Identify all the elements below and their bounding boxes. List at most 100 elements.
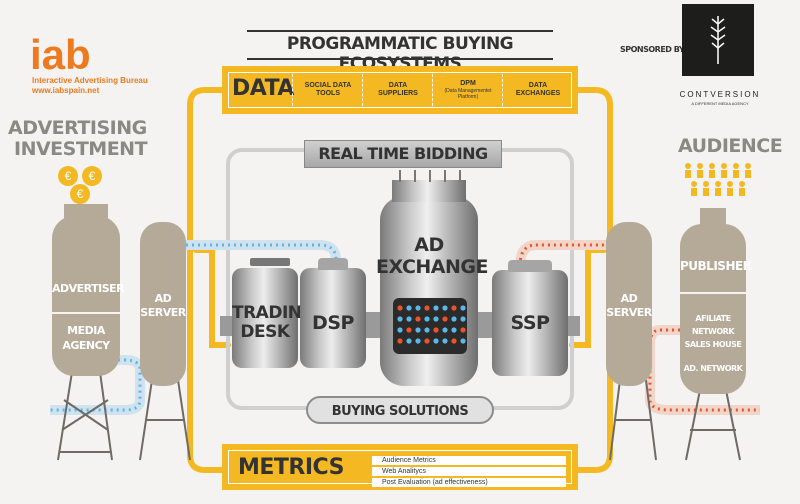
exchange-dot: [415, 316, 421, 322]
metrics-label: METRICS: [238, 455, 344, 480]
sponsor-logo[interactable]: [682, 4, 754, 76]
left-ad-server-label-line2: SERVER: [140, 306, 186, 319]
trading-desk-label-line2: DESK: [240, 322, 290, 342]
valve-icon: [250, 258, 290, 266]
iab-logo[interactable]: iab: [30, 31, 91, 78]
org-url[interactable]: www.iabspain.net: [32, 86, 100, 95]
media-agency-label-line2: AGENCY: [62, 339, 110, 352]
advertiser-tank[interactable]: [52, 216, 120, 376]
exchange-dot: [424, 305, 430, 311]
exchange-dot: [406, 316, 412, 322]
exchange-dot: [451, 305, 457, 311]
exchange-dot: [397, 305, 403, 311]
audience-heading: AUDIENCE: [678, 135, 783, 157]
tank-divider: [680, 292, 746, 294]
advertiser-label: ADVERTISER: [52, 282, 125, 295]
data-item-line: SUPPLIERS: [378, 90, 418, 97]
data-item-line: Platform): [457, 94, 479, 100]
exchange-dot: [415, 327, 421, 333]
exchange-dot: [406, 305, 412, 311]
data-label: DATA: [232, 76, 294, 101]
exchange-dot: [460, 327, 466, 333]
metric-post-evaluation[interactable]: Post Evaluation (ad effectiveness): [372, 478, 566, 487]
divider: [292, 74, 293, 106]
exchange-dot: [406, 338, 412, 344]
sponsor-name: CONTVERSION: [679, 90, 761, 99]
data-bar: [222, 66, 578, 114]
title-frame: [247, 30, 553, 60]
divider: [362, 74, 363, 106]
left-ad-server-label-line1: AD: [154, 292, 172, 305]
dsp-tank-cap: [318, 258, 348, 270]
trading-desk-tank[interactable]: [232, 268, 298, 368]
data-item-dpm[interactable]: DPM (Data Managementet Platform): [434, 80, 502, 100]
right-ad-server-label-line1: AD: [620, 292, 638, 305]
data-item-line: SOCIAL DATA: [304, 82, 352, 89]
advertising-heading-line1: ADVERTISING: [8, 117, 147, 139]
exchange-dot: [442, 327, 448, 333]
exchange-dot: [433, 305, 439, 311]
advertising-heading-line2: INVESTMENT: [14, 138, 148, 160]
sponsored-label: SPONSORED BY:: [620, 45, 687, 54]
exchange-dot: [460, 316, 466, 322]
exchange-dot: [397, 327, 403, 333]
ad-exchange-label-line1: AD: [414, 234, 444, 256]
real-time-bidding-banner[interactable]: REAL TIME BIDDING: [304, 140, 502, 168]
exchange-dot: [415, 338, 421, 344]
data-item-suppliers[interactable]: DATA SUPPLIERS: [364, 82, 432, 98]
right-ad-server-label-line2: SERVER: [606, 306, 652, 319]
publisher-tank[interactable]: [680, 224, 746, 394]
data-bar-frame: [228, 72, 572, 108]
dsp-label: DSP: [312, 312, 354, 334]
ssp-tank[interactable]: [492, 270, 568, 376]
metric-web-analytics[interactable]: Web Analitycs: [372, 467, 566, 476]
euro-coin-icon: €: [58, 166, 78, 186]
wheat-icon: [710, 16, 726, 64]
exchange-dot: [433, 316, 439, 322]
exchange-dot: [442, 305, 448, 311]
trading-desk-label-line1: TRADING: [232, 303, 315, 323]
ad-exchange-label-line2: EXCHANGE: [376, 256, 488, 278]
exchange-dot: [433, 338, 439, 344]
sales-house-label: SALES HOUSE: [684, 340, 742, 349]
affiliate-network-label: AFILIATE NETWORK: [691, 314, 735, 336]
exchange-dot: [451, 327, 457, 333]
dsp-tank[interactable]: [300, 268, 366, 368]
exchange-dot: [424, 338, 430, 344]
data-item-line: (Data Managementet: [444, 88, 492, 94]
exchange-dot: [397, 338, 403, 344]
ssp-label: SSP: [510, 312, 550, 334]
tank-divider: [52, 312, 120, 314]
advertiser-tank-top: [64, 204, 108, 218]
data-item-line: DPM: [460, 80, 476, 87]
data-item-line: DATA: [528, 82, 548, 89]
exchange-dot: [397, 316, 403, 322]
data-item-line: TOOLS: [316, 90, 340, 97]
publisher-tank-top: [700, 208, 726, 226]
exchange-dot: [424, 327, 430, 333]
exchange-dot: [451, 316, 457, 322]
exchange-dot: [460, 338, 466, 344]
data-item-exchanges[interactable]: DATA EXCHANGES: [504, 82, 572, 98]
exchange-dot: [451, 338, 457, 344]
buying-solutions-conveyor[interactable]: BUYING SOLUTIONS: [306, 396, 494, 424]
right-ad-server-tank[interactable]: [606, 222, 652, 386]
ad-network-label: AD. NETWORK: [683, 364, 743, 373]
metric-audience[interactable]: Audience Metrics: [372, 456, 566, 465]
org-name: Interactive Advertising Bureau: [32, 76, 148, 85]
divider: [502, 74, 503, 106]
exchange-dot: [406, 327, 412, 333]
exchange-dot: [415, 305, 421, 311]
divider: [432, 74, 433, 106]
exchange-dot: [460, 305, 466, 311]
publisher-label: PUBLISHER: [680, 259, 752, 273]
media-agency-label-line1: MEDIA: [67, 324, 105, 337]
exchange-dot: [424, 316, 430, 322]
left-ad-server-tank[interactable]: [140, 222, 186, 386]
data-item-social[interactable]: SOCIAL DATA TOOLS: [294, 82, 362, 98]
data-item-line: EXCHANGES: [515, 90, 561, 97]
sponsor-tagline: A DIFFERENT MEDIA AGENCY: [691, 101, 749, 106]
euro-coin-icon: €: [70, 184, 90, 204]
ssp-tank-cap: [508, 260, 552, 272]
euro-coin-icon: €: [82, 166, 102, 186]
